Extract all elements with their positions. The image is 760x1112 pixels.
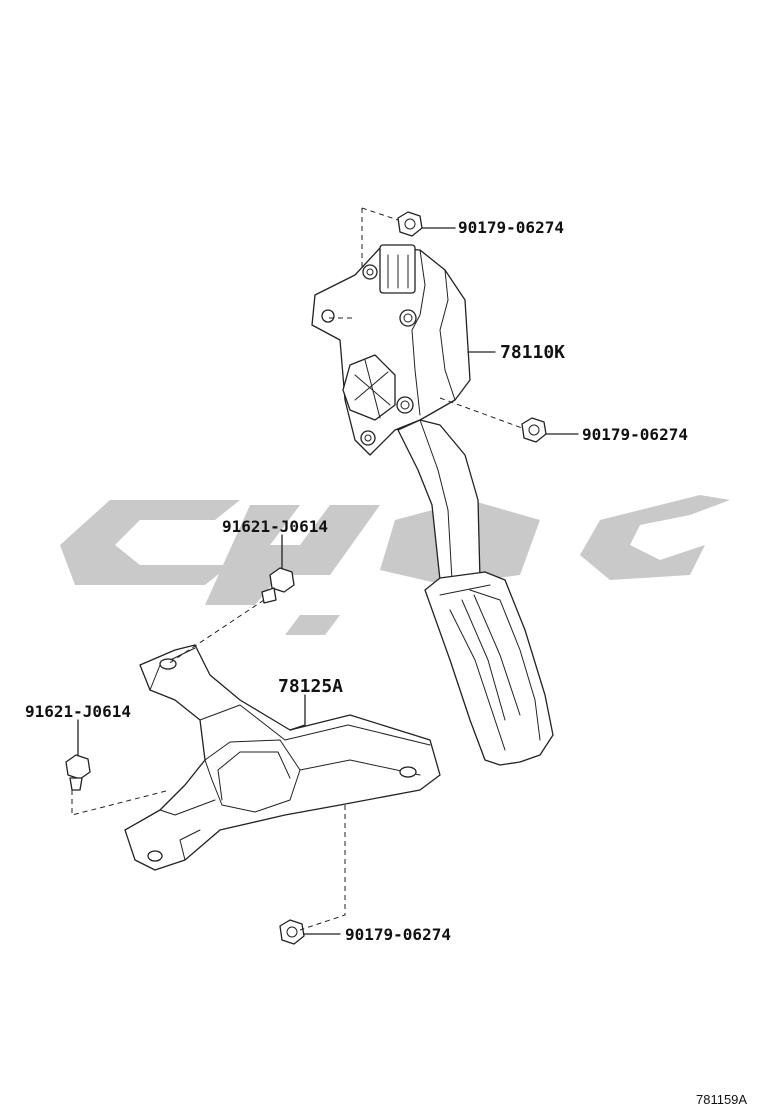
- bracket-drawing: [124, 644, 441, 871]
- label-bolt-left: 91621-J0614: [25, 702, 131, 721]
- leader-lines: [77, 227, 579, 935]
- watermark-logo: [60, 495, 730, 635]
- bolt-left-drawing: [65, 754, 91, 791]
- label-nut-right: 90179-06274: [582, 425, 688, 444]
- label-nut-bottom: 90179-06274: [345, 925, 451, 944]
- pedal-assembly-drawing: [311, 244, 554, 766]
- label-bolt-upper: 91621-J0614: [222, 517, 328, 536]
- label-bracket: 78125A: [278, 676, 343, 697]
- nut-bottom-drawing: [279, 919, 305, 945]
- figure-id: 781159A: [696, 1092, 747, 1107]
- label-nut-top: 90179-06274: [458, 218, 564, 237]
- nut-top-drawing: [397, 211, 423, 237]
- assembly-lines: [71, 207, 523, 931]
- bolt-upper-drawing: [261, 567, 295, 604]
- label-pedal-assembly: 78110K: [500, 342, 565, 363]
- nut-right-drawing: [521, 417, 547, 443]
